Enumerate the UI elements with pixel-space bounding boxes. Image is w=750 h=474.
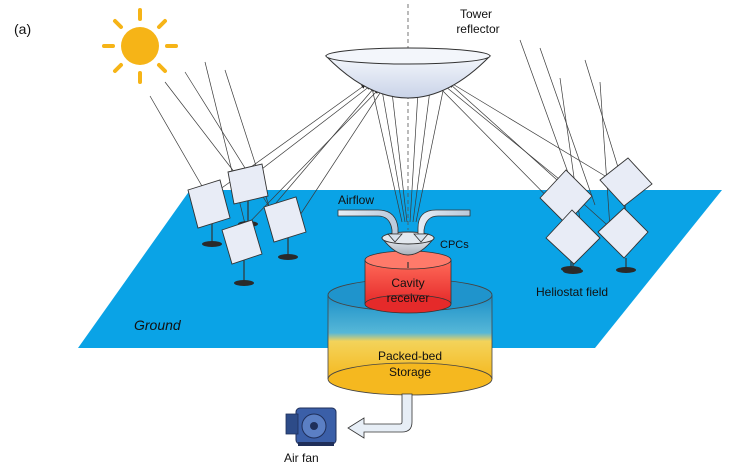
heliostat-group-right (539, 157, 653, 274)
air-fan-label: Air fan (284, 451, 319, 465)
receiver-label-1: Cavity (391, 276, 424, 290)
air-fan-icon (285, 407, 337, 446)
tower-reflector-label-1: Tower (460, 7, 492, 21)
sun-icon (102, 8, 178, 84)
heliostat (597, 207, 649, 273)
heliostat-group-left (187, 163, 307, 286)
panel-label: (a) (14, 21, 31, 37)
concentrated-rays (371, 85, 445, 223)
storage-label-2: Storage (389, 365, 431, 379)
cpcs-label: CPCs (440, 239, 469, 251)
tower-reflector-label-2: reflector (456, 22, 499, 36)
outlet-pipe-arrow (347, 393, 413, 439)
airflow-label: Airflow (338, 193, 374, 207)
receiver-label-2: receiver (387, 291, 430, 305)
heliostat (545, 209, 601, 274)
heliostat (221, 219, 263, 286)
storage-label-1: Packed-bed (378, 349, 442, 363)
tower-reflector (324, 47, 492, 99)
heliostat (263, 196, 307, 260)
heliostat (187, 179, 231, 247)
airflow-pipes (337, 209, 471, 243)
heliostat-field-label: Heliostat field (536, 285, 608, 299)
ground-label: Ground (134, 317, 182, 333)
